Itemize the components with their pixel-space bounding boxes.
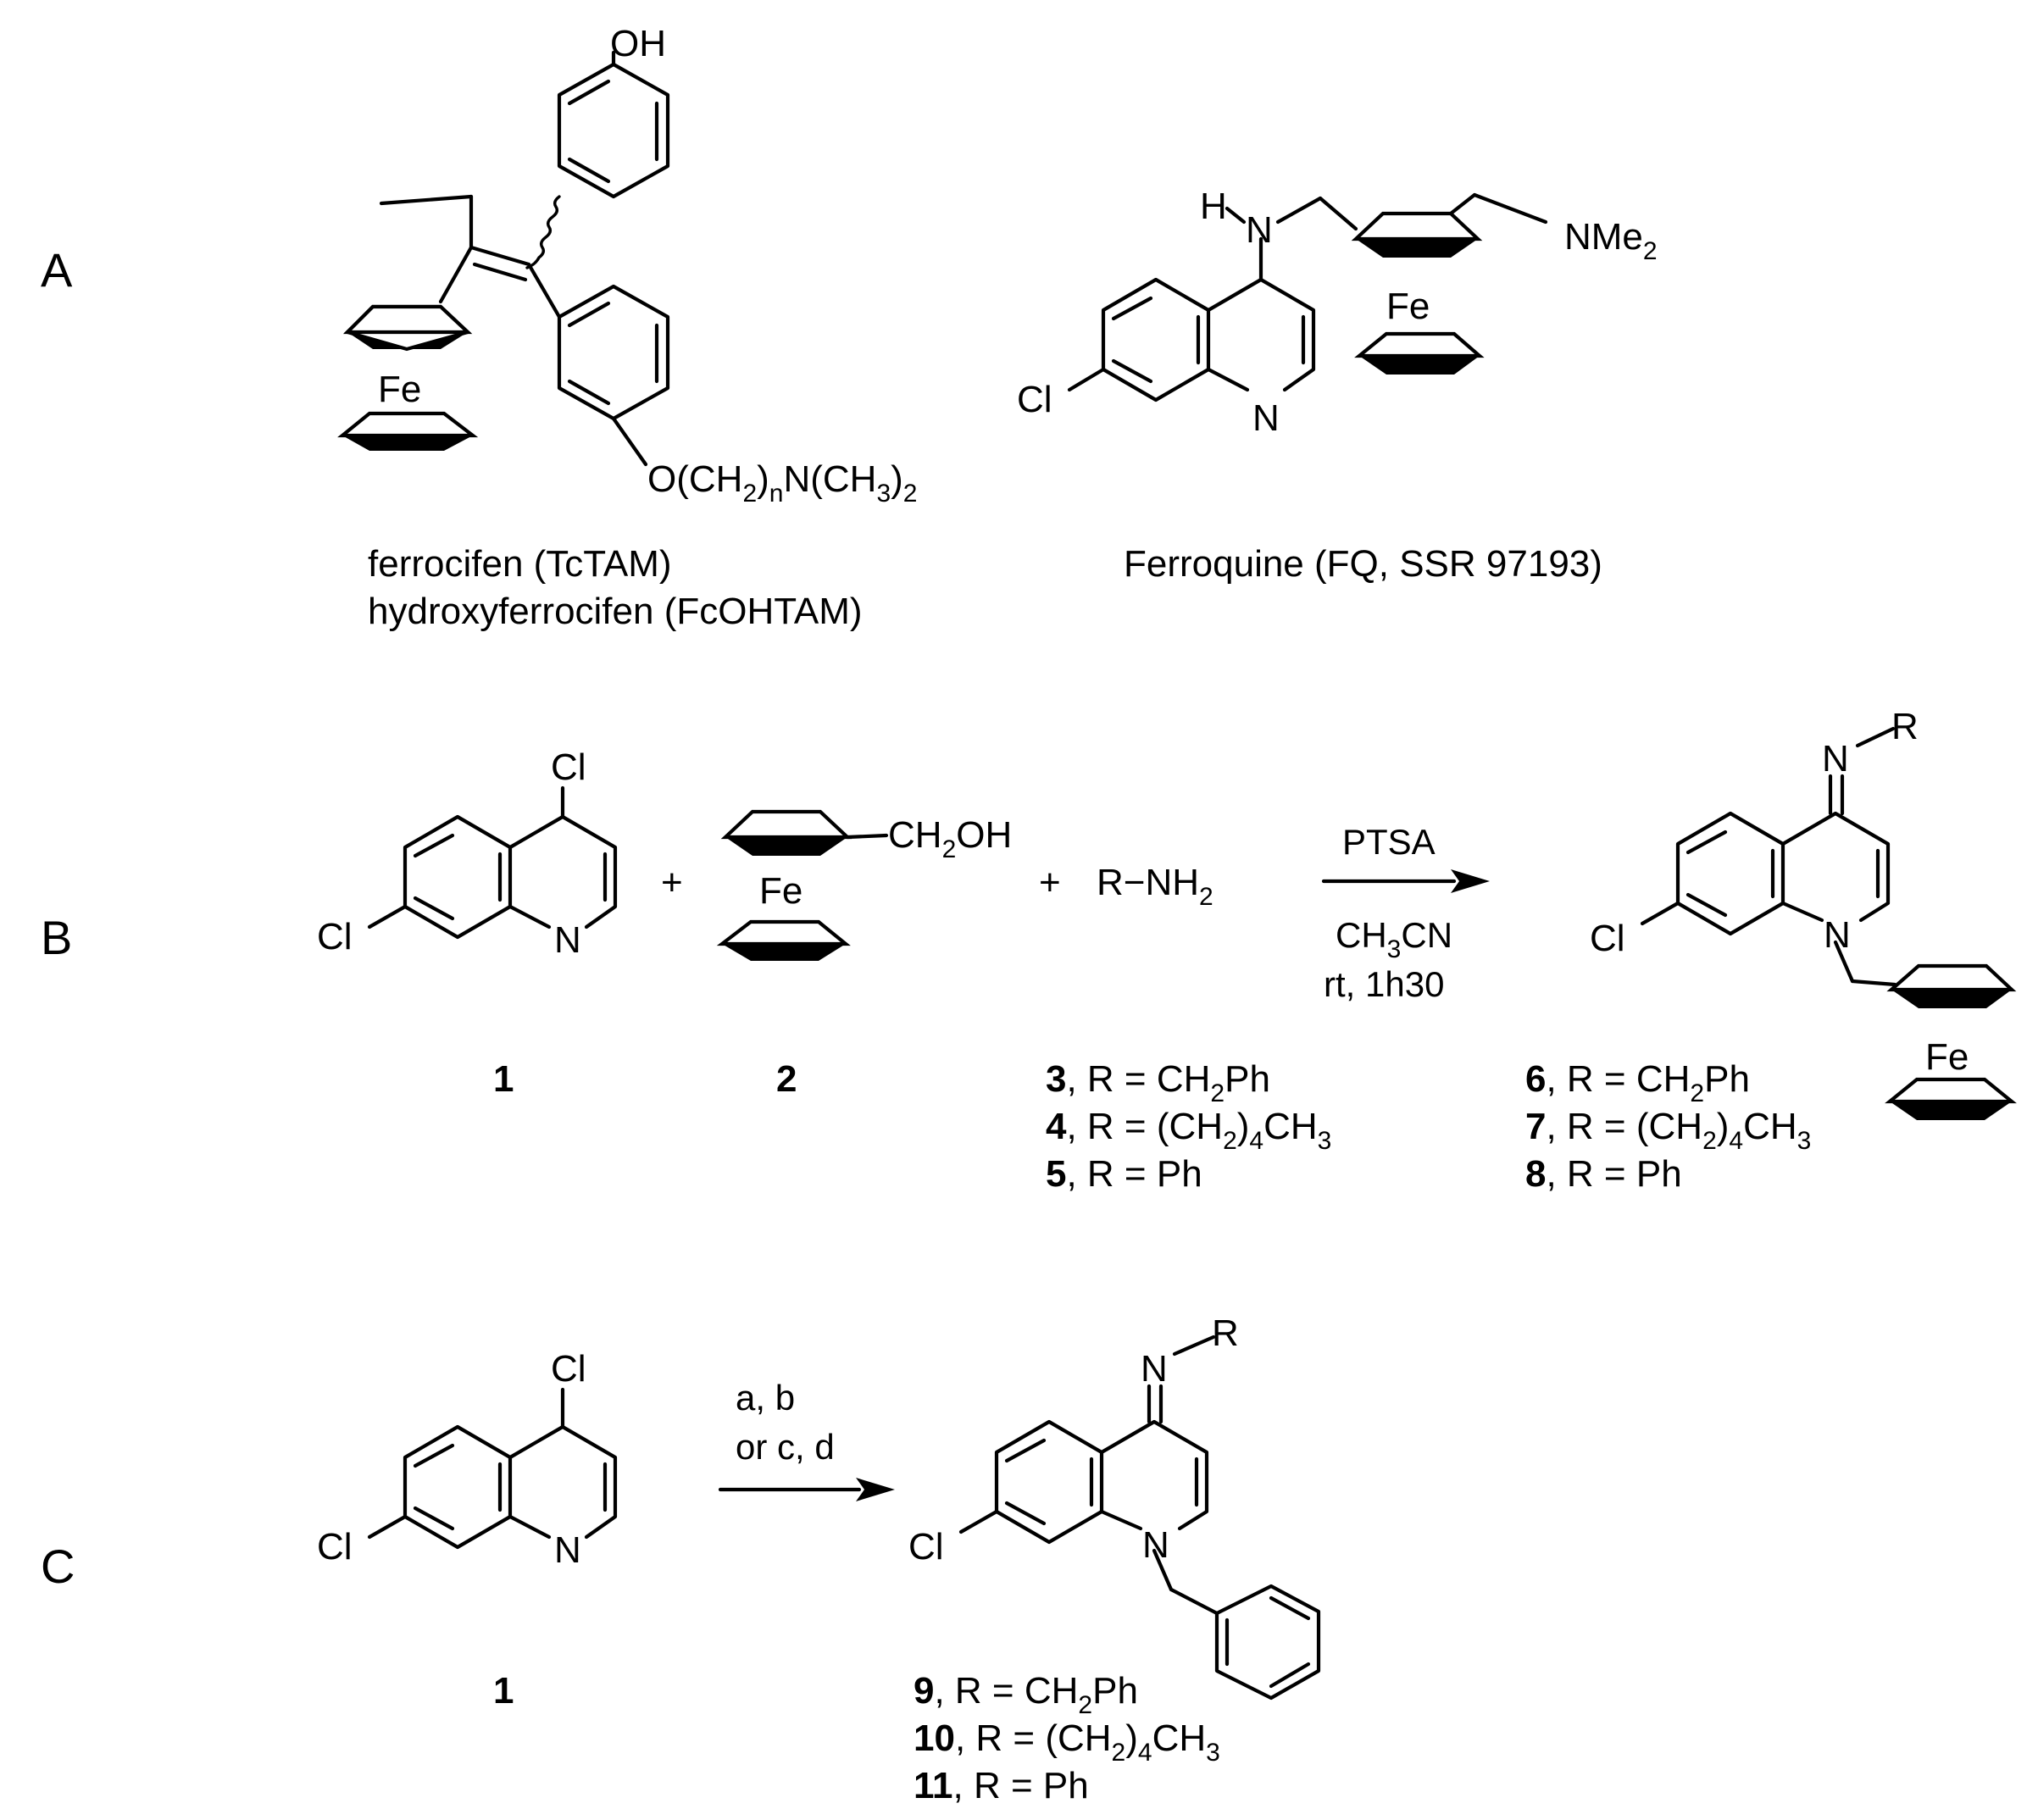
plus-sign-1: + — [661, 862, 683, 903]
product-8: 8, R = Ph — [1525, 1153, 1682, 1195]
amine-5: 5, R = Ph — [1046, 1153, 1202, 1195]
chloro-4-label-c: Cl — [551, 1348, 586, 1390]
chloro-7-label-b: Cl — [317, 916, 353, 957]
compound-number-1-c: 1 — [493, 1670, 514, 1712]
quinoline-ring — [1067, 236, 1316, 402]
compound-number-1: 1 — [493, 1058, 514, 1100]
dichloroquinoline-c — [367, 1387, 618, 1550]
hydroxymethyl-label: CH2OH — [888, 814, 1012, 863]
iron-label: Fe — [378, 369, 421, 410]
benzyl-quinolinimine — [958, 1334, 1321, 1701]
solvent-label: CH3CN — [1336, 915, 1452, 963]
r-group-label-c: R — [1212, 1312, 1239, 1354]
conditions-label: rt, 1h30 — [1324, 964, 1444, 1004]
amine-3: 3, R = CH2Ph — [1046, 1058, 1270, 1107]
panel-label-b: B — [41, 911, 72, 964]
dimethylamino-label: NMe2 — [1564, 216, 1658, 265]
alkene-bond — [469, 245, 531, 267]
ring-n-label-b: N — [1824, 914, 1851, 956]
phenol-ring — [557, 50, 670, 199]
product-10: 10, R = (CH2)4CH3 — [914, 1717, 1220, 1767]
ferroquine-structure: N Cl N H NMe2 Fe — [1017, 186, 1658, 439]
compound-number-2: 2 — [776, 1058, 797, 1100]
product-11: 11, R = Ph — [914, 1765, 1089, 1806]
imine-n-label-c: N — [1141, 1348, 1168, 1390]
product-list-c: 9, R = CH2Ph 10, R = (CH2)4CH3 11, R = P… — [914, 1670, 1220, 1806]
chloro-4-label-b: Cl — [551, 746, 586, 788]
catalyst-label: PTSA — [1342, 822, 1436, 862]
ferrocifen-structure: OH O(CH2)nN(CH3)2 Fe — [337, 23, 917, 508]
condition-line-1: a, b — [736, 1378, 795, 1418]
hydroxyl-label: OH — [610, 23, 666, 64]
reaction-arrow-c — [718, 1478, 895, 1501]
chloro-label: Cl — [1017, 379, 1052, 420]
chloro-7-label-c: Cl — [317, 1526, 353, 1568]
plus-sign-2: + — [1039, 862, 1061, 903]
ferrocenyl-quinolinimine — [1640, 726, 1897, 987]
imine-n-label-b: N — [1822, 738, 1849, 780]
amine-4: 4, R = (CH2)4CH3 — [1046, 1106, 1331, 1155]
chloro-label-product-c: Cl — [908, 1526, 944, 1568]
quinoline-n-label-b: N — [554, 919, 581, 961]
dichloroquinoline-b — [367, 785, 618, 940]
amine-h-label: H — [1200, 186, 1227, 227]
ferroquine-iron-label: Fe — [1386, 286, 1430, 327]
chloro-label-product-b: Cl — [1590, 918, 1625, 959]
amine-n-label: N — [1246, 209, 1273, 251]
wavy-bond — [525, 195, 561, 269]
product-7: 7, R = (CH2)4CH3 — [1525, 1106, 1811, 1155]
iron-label-product-b: Fe — [1925, 1036, 1969, 1078]
aryl-ring — [526, 262, 670, 467]
r-group-label-b: R — [1891, 706, 1919, 747]
iron-label-b: Fe — [759, 870, 802, 912]
reaction-arrow-b — [1321, 869, 1490, 893]
product-ferrocene — [1885, 963, 2017, 1120]
ferroquine-name: Ferroquine (FQ, SSR 97193) — [1124, 543, 1602, 585]
panel-label-c: C — [41, 1540, 75, 1593]
amine-list: 3, R = CH2Ph 4, R = (CH2)4CH3 5, R = Ph — [1046, 1058, 1331, 1195]
ferrocene-unit — [337, 304, 479, 451]
product-list-b: 6, R = CH2Ph 7, R = (CH2)4CH3 8, R = Ph — [1525, 1058, 1811, 1195]
ferrocenylmethanol — [716, 809, 889, 961]
product-6: 6, R = CH2Ph — [1525, 1058, 1750, 1107]
quinoline-n-label-c: N — [554, 1529, 581, 1571]
product-9: 9, R = CH2Ph — [914, 1670, 1138, 1719]
hydroxyferrocifen-name: hydroxyferrocifen (FcOHTAM) — [368, 591, 863, 632]
ferrocifen-name: ferrocifen (TcTAM) — [368, 543, 672, 585]
condition-line-2: or c, d — [736, 1427, 835, 1467]
panel-label-a: A — [41, 243, 73, 297]
alkoxy-chain-label: O(CH2)nN(CH3)2 — [647, 458, 917, 508]
quinoline-n-label: N — [1252, 397, 1280, 439]
amine-reagent-label: R−NH2 — [1097, 862, 1213, 911]
ring-n-label-c: N — [1142, 1524, 1169, 1566]
